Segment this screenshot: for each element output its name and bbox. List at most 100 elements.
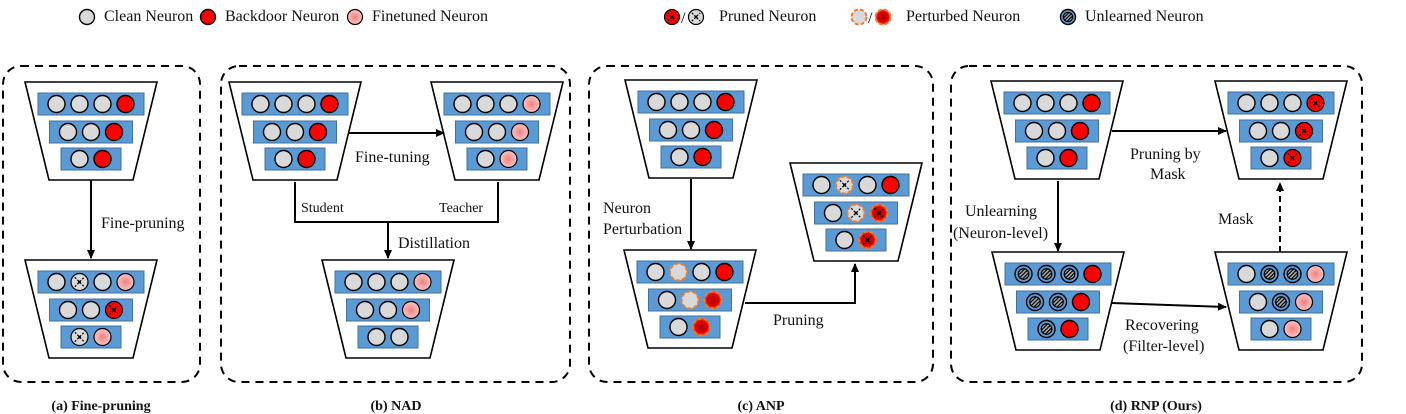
- layer-bar: [60, 147, 122, 171]
- unlearned-neuron-icon: [1060, 264, 1079, 284]
- panel-caption: (d) RNP (Ours): [1110, 399, 1202, 414]
- network-original: [23, 81, 159, 181]
- pruned-perturbed-backdoor-neuron-icon: [869, 203, 889, 223]
- edge-label-pruning: Pruning: [773, 312, 824, 329]
- clean-neuron-icon: [70, 149, 89, 169]
- network-teacher: [429, 81, 565, 181]
- backdoor-neuron-icon: [716, 92, 735, 112]
- clean-neuron-icon: [670, 147, 689, 167]
- backdoor-neuron-icon: [308, 122, 328, 142]
- backdoor-neuron-icon: [297, 149, 316, 169]
- finetuned-neuron-icon: [522, 94, 541, 114]
- backdoor-neuron-icon: [1083, 264, 1102, 284]
- clean-neuron-icon: [58, 122, 78, 142]
- layer-row: [814, 201, 898, 225]
- clean-neuron-icon: [823, 203, 843, 223]
- backdoor-neuron-icon: [1059, 148, 1078, 168]
- layer-row: [1026, 146, 1088, 170]
- backdoor-neuron-icon: [199, 8, 217, 26]
- backdoor-neuron-icon: [715, 262, 734, 282]
- layer-row: [357, 325, 419, 349]
- clean-neuron-icon: [692, 262, 711, 282]
- clean-neuron-icon: [1248, 121, 1268, 141]
- perturbed-clean-neuron-icon: [680, 290, 700, 310]
- perturbed-clean-neuron-icon: [669, 262, 688, 282]
- finetuned-neuron-icon: [1306, 264, 1325, 284]
- arrow-recovering: [1111, 302, 1227, 311]
- connector-student-teacher: [294, 182, 499, 223]
- finetuned-neuron-icon: [346, 8, 364, 26]
- layer-bar: [1027, 317, 1089, 341]
- clean-neuron-icon: [93, 272, 112, 292]
- network-recovered: [1213, 251, 1349, 351]
- panel-border: [950, 65, 1363, 383]
- layer-row: [1250, 146, 1312, 170]
- layer-row: [466, 147, 528, 171]
- clean-neuron-icon: [274, 94, 293, 114]
- layer-row: [648, 288, 732, 312]
- clean-neuron-icon: [681, 120, 701, 140]
- pruned-backdoor-neuron-icon: [663, 8, 681, 26]
- pruned-clean-neuron-icon: [70, 327, 89, 347]
- clean-neuron-icon: [344, 272, 363, 292]
- clean-neuron-icon: [93, 94, 112, 114]
- layer-bar: [660, 145, 722, 169]
- clean-neuron-icon: [657, 290, 677, 310]
- layer-bar: [357, 325, 419, 349]
- edge-label-distillation: Distillation: [398, 235, 470, 252]
- unlearned-neuron-icon: [1283, 264, 1302, 284]
- arrow-pruning: [745, 263, 859, 304]
- layer-row: [1227, 91, 1335, 115]
- clean-neuron-icon: [285, 122, 305, 142]
- legend-item-clean: Clean Neuron: [78, 8, 193, 26]
- pruned-neuron-icon: /: [663, 8, 705, 26]
- clean-neuron-icon: [367, 327, 386, 347]
- clean-neuron-icon: [1013, 93, 1032, 113]
- clean-neuron-icon: [1036, 148, 1055, 168]
- unlearned-neuron-icon: [1048, 292, 1068, 312]
- layer-row: [37, 270, 145, 294]
- legend-item-perturbed: / Perturbed Neuron: [850, 8, 1020, 26]
- edge-label-mask-dashed: Mask: [1218, 211, 1254, 228]
- panel-rnp: Pruning by Mask Unlearning (Neuron-level…: [950, 65, 1363, 414]
- legend-item-unlearned: Unlearned Neuron: [1059, 8, 1204, 26]
- edge-label-recovering: Recovering: [1125, 317, 1199, 334]
- backdoor-neuron-icon: [1070, 121, 1090, 141]
- clean-neuron-icon: [1237, 264, 1256, 284]
- clean-neuron-icon: [81, 122, 101, 142]
- backdoor-neuron-icon: [881, 175, 900, 195]
- unlearned-neuron-icon: [1025, 292, 1045, 312]
- finetuned-neuron-icon: [346, 8, 364, 26]
- backdoor-neuron-icon: [104, 122, 124, 142]
- layer-bar: [334, 270, 442, 294]
- clean-neuron-icon: [78, 8, 96, 26]
- edge-label-fine-tuning: Fine-tuning: [355, 149, 430, 166]
- layer-row: [1239, 290, 1323, 314]
- layer-bar: [1026, 146, 1088, 170]
- clean-neuron-icon: [1283, 93, 1302, 113]
- edge-label-student: Student: [301, 201, 344, 216]
- layer-row: [1027, 317, 1089, 341]
- finetuned-neuron-icon: [1283, 319, 1302, 339]
- perturbed-backdoor-neuron-icon: [703, 290, 723, 310]
- backdoor-neuron-icon: [693, 147, 712, 167]
- clean-neuron-icon: [453, 94, 472, 114]
- layer-row: [60, 147, 122, 171]
- pruned-perturbed-clean-neuron-icon: [846, 203, 866, 223]
- layer-row: [334, 270, 442, 294]
- clean-neuron-icon: [812, 175, 831, 195]
- clean-neuron-icon: [390, 327, 409, 347]
- clean-neuron-icon: [1237, 93, 1256, 113]
- clean-neuron-icon: [1036, 93, 1055, 113]
- clean-neuron-icon: [658, 120, 678, 140]
- edge-label-fine-pruning: Fine-pruning: [101, 215, 185, 232]
- finetuned-neuron-icon: [1294, 292, 1314, 312]
- perturbed-clean-neuron-icon: [850, 8, 868, 26]
- clean-neuron-icon: [1260, 93, 1279, 113]
- pruned-backdoor-neuron-icon: [1294, 121, 1314, 141]
- clean-neuron-icon: [476, 149, 495, 169]
- network-pruned-by-mask: [1213, 80, 1349, 180]
- edge-label-perturbation: Perturbation: [603, 221, 682, 238]
- network-pruned: [788, 162, 924, 262]
- unlearned-neuron-icon: [1271, 292, 1291, 312]
